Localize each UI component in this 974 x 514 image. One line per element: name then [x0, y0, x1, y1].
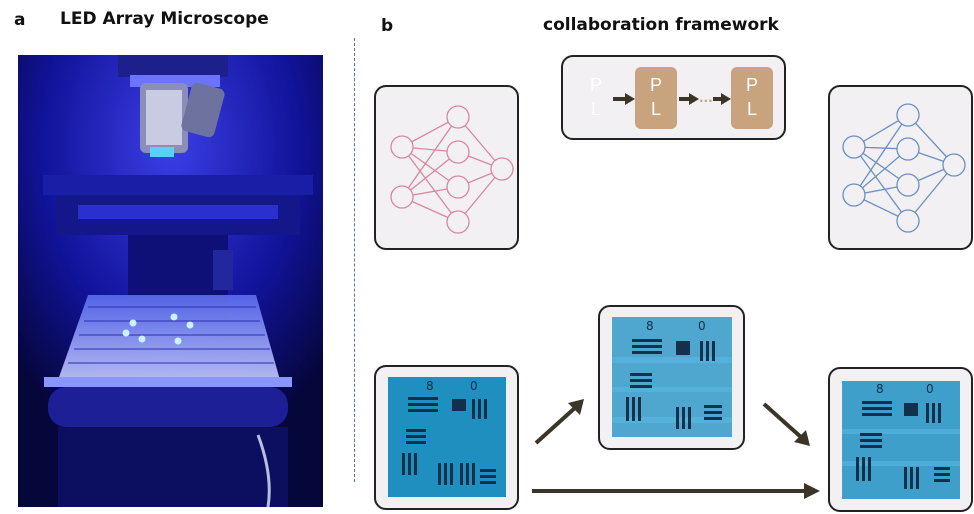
pl-block-letter: P: [649, 75, 662, 95]
target-number: 8: [646, 319, 654, 333]
resolution-target-card-output: 8 0: [828, 367, 973, 512]
neural-network-card-left: [374, 85, 519, 250]
panel-divider: [354, 38, 355, 482]
microscope-illustration: [18, 55, 323, 507]
pl-pipeline-card: P L P L ... P L: [561, 55, 786, 140]
pl-block-letter: L: [746, 99, 757, 119]
target-number: 0: [698, 319, 706, 333]
neural-network-card-right: [828, 85, 973, 250]
ellipsis: ...: [699, 91, 713, 105]
resolution-target-card-intermediate: 8 0: [598, 305, 745, 450]
panel-b-title: collaboration framework: [543, 15, 779, 35]
arrow-right-icon: [679, 93, 699, 105]
target-number: 0: [470, 379, 478, 393]
pl-block-letter: L: [650, 99, 661, 119]
pl-block-letter: P: [589, 75, 602, 95]
pl-block-letter: P: [745, 75, 758, 95]
resolution-target-card-input: 8 0: [374, 365, 519, 510]
target-number: 8: [876, 382, 884, 396]
resolution-target-image-intermediate: 8 0: [612, 317, 732, 437]
arrow-up-right-icon: [534, 399, 584, 445]
resolution-target-image-output: 8 0: [842, 381, 960, 499]
arrow-right-icon: [713, 93, 731, 105]
arrow-right-long-icon: [532, 483, 820, 499]
pl-block: P L: [731, 67, 773, 129]
led-microscope-photo: [18, 55, 323, 507]
pl-block: P L: [635, 67, 677, 129]
neural-network-left-icon: [390, 105, 514, 234]
arrow-down-right-icon: [762, 402, 810, 446]
panel-a-title: LED Array Microscope: [60, 9, 269, 29]
pl-block-ghost: P L: [575, 67, 617, 129]
arrow-right-icon: [613, 93, 635, 105]
resolution-target-image-input: 8 0: [388, 377, 506, 497]
neural-network-right-icon: [842, 103, 966, 233]
panel-a-letter: a: [14, 10, 26, 30]
target-number: 8: [426, 379, 434, 393]
target-number: 0: [926, 382, 934, 396]
panel-b-letter: b: [381, 16, 394, 36]
pl-block-letter: L: [590, 99, 601, 119]
